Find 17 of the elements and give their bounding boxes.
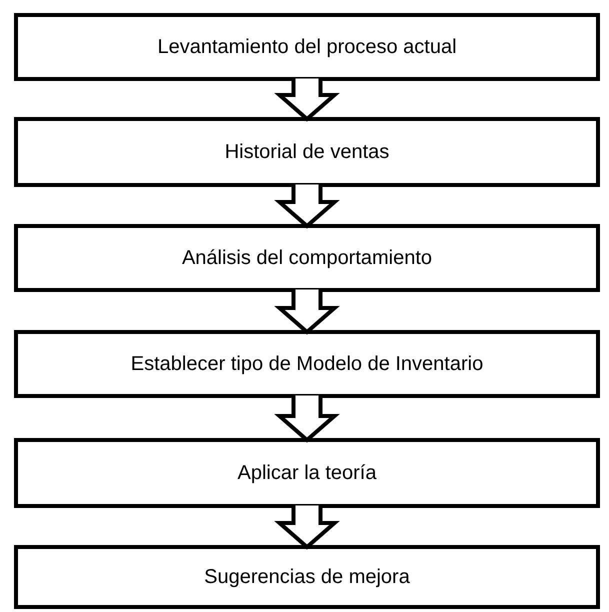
step-label: Levantamiento del proceso actual [157, 36, 457, 58]
step-label: Aplicar la teoría [238, 462, 376, 484]
block-arrow [274, 394, 340, 443]
process-box [14, 545, 600, 609]
step-label: Sugerencias de mejora [204, 566, 410, 588]
process-box [14, 13, 600, 81]
block-arrow [274, 182, 340, 229]
step-label: Establecer tipo de Modelo de Inventario [130, 352, 484, 376]
step-label: Análisis del comportamiento [182, 246, 432, 270]
process-box [14, 438, 600, 508]
process-box [14, 117, 600, 187]
block-arrow [274, 76, 340, 122]
block-arrow [274, 288, 340, 335]
block-arrow [274, 504, 340, 550]
step-label: Historial de ventas [224, 140, 390, 164]
process-box [14, 330, 600, 398]
process-box [14, 224, 600, 292]
